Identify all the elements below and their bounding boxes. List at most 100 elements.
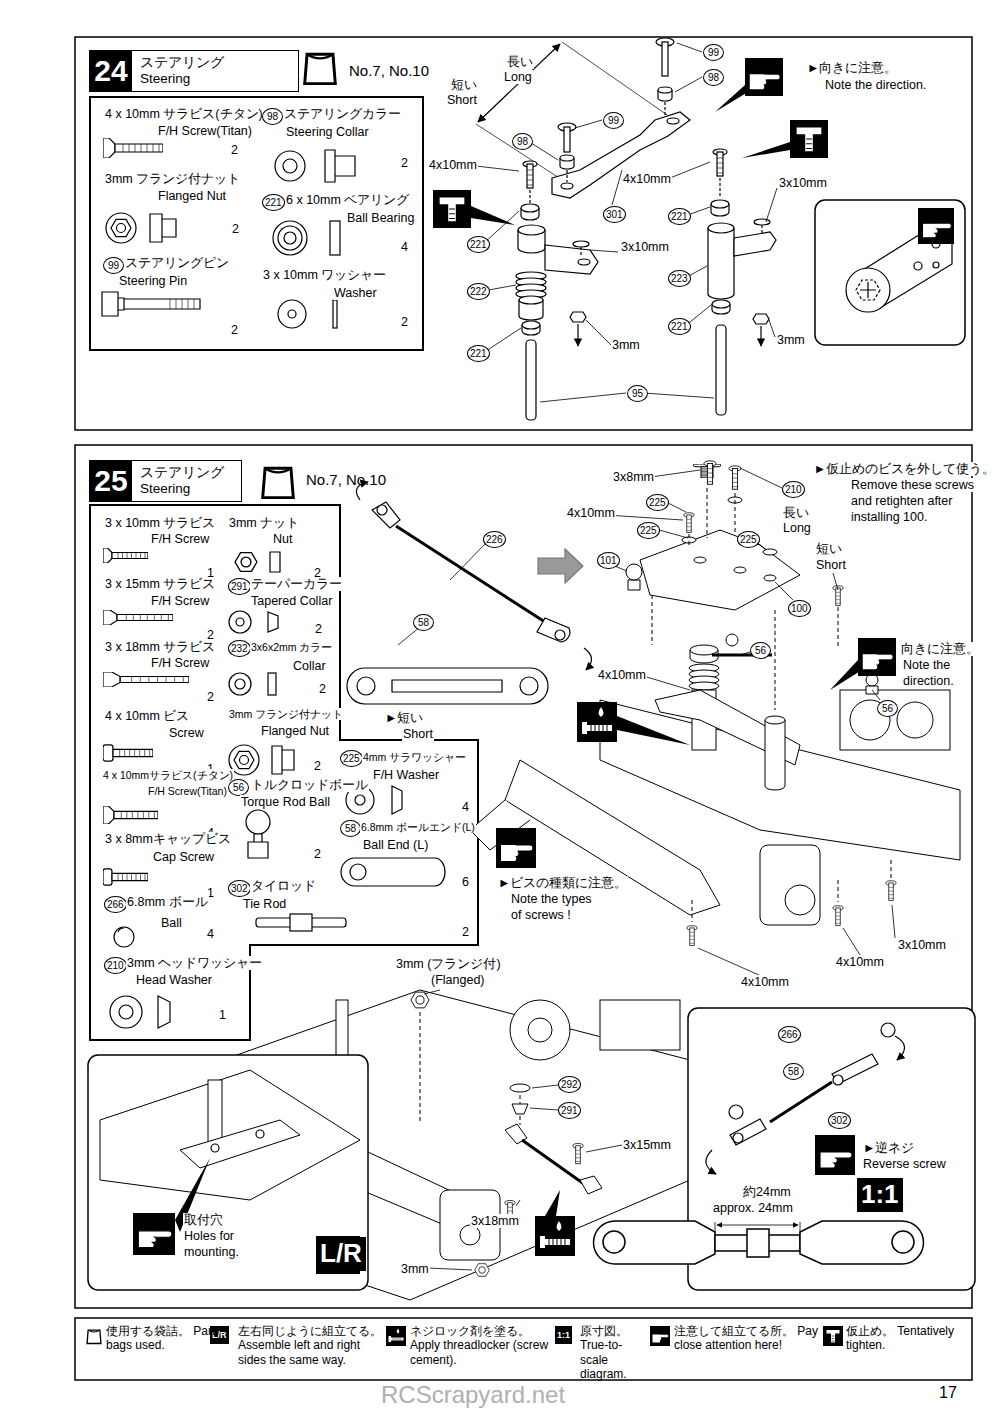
part-label: 3 x 8mmキャップビス [104,832,232,846]
part-label: 3x10mm [620,240,670,254]
part-label: Long [503,70,533,84]
parts-list-25 [103,745,153,761]
parts-list-24 [288,310,296,318]
leader-line [528,43,702,205]
leader-line [476,162,777,345]
true-scale-tie-rod [892,1231,914,1253]
part-label: 6.8mm ボールエンド(L) [360,821,476,833]
chassis-drawing [734,567,746,573]
parts-list-25 [355,795,365,805]
parts-list-24 [275,151,305,181]
callout-number: 98 [262,108,283,125]
part-label: F/H Screw [150,532,210,546]
callout-number: 223 [668,270,691,287]
part-label: 長い [506,55,534,69]
true-scale-tie-rod [594,1221,716,1264]
chassis-drawing [840,690,950,750]
part-label: mounting. [183,1245,240,1259]
tie-rod-inset [688,1008,975,1290]
parts-list-25 [103,806,158,824]
steering-assembly-24 [478,44,560,122]
steering-assembly-24 [545,245,598,274]
chassis-drawing [687,926,697,946]
steering-assembly-24 [561,183,573,189]
legend-text: ネジロック剤を塗る。 Apply threadlocker (screw cem… [410,1324,550,1367]
parts-list-24 [273,221,307,255]
part-label: Ball [160,916,183,930]
part-label: タイロッド [250,879,317,893]
chassis-drawing [726,634,738,646]
servo-horn-inset [815,200,965,345]
part-label: Tapered Collar [250,594,333,608]
legend-text: 使用する袋詰。 Part bags used. [106,1324,218,1353]
part-label: 4 [461,800,470,814]
part-label: 2 [461,925,470,939]
part-label: 4x10mm [622,172,672,186]
callout-number: 101 [597,552,620,569]
callout-number: 302 [828,1112,851,1129]
callout-number: 291 [558,1102,581,1119]
part-label: 2 [400,156,409,170]
callout-number: 221 [467,345,490,362]
note-icon [577,702,617,742]
chassis-drawing [411,992,429,1008]
part-label: 2 [400,315,409,329]
parts-list-25 [103,869,148,885]
parts-list-25 [103,672,189,687]
note-icon [790,120,828,158]
parts-list-25 [272,746,294,774]
step-number: 25 [90,461,132,501]
steering-assembly-24 [761,225,762,235]
part-label: 3x6x2mm カラー [250,641,333,653]
callout-number: 302 [228,880,251,897]
part-label: 3 x 15mm サラビス [104,577,216,591]
part-label: Remove these screws [850,478,975,492]
chassis-drawing [763,549,777,555]
tie-rod-inset [730,1119,766,1145]
symbol-text: L/R [316,1237,366,1271]
tie-rod-inset [832,1054,878,1084]
chassis-drawing [897,702,933,738]
part-label: 短い [450,78,478,92]
steering-assembly-24 [573,241,589,247]
steering-assembly-24 [712,300,730,308]
part-label: ►短い [384,711,424,725]
steering-assembly-24 [754,219,770,225]
callout-number: 100 [788,600,811,617]
parts-list-25 [114,927,134,947]
part-label: 3mm ナット [228,516,300,530]
servo-horn-inset [918,208,954,244]
steering-assembly-24 [719,178,720,198]
part-label: Short [815,558,847,572]
part-label: ►逆ネジ [862,1141,915,1155]
part-label: installing 100. [850,510,928,524]
callout-number: 58 [783,1063,804,1080]
part-label: 3mm [400,1262,430,1276]
parts-list-25 [234,751,254,768]
bag-number: No.7, No.10 [305,471,387,488]
parts-list-25 [248,834,268,858]
part-label: Long [782,521,812,535]
chassis-drawing [522,1140,584,1184]
part-label: 3x10mm [897,938,947,952]
chassis-drawing [505,760,720,915]
steering-assembly-24 [523,161,537,188]
leader-line [685,207,711,326]
tie-rod-inset [895,1036,905,1060]
chassis-drawing [512,1104,528,1114]
part-label: 約24mm [742,1185,792,1199]
parts-list-25 [341,858,445,886]
part-label: approx. 24mm [712,1201,794,1215]
part-label: 3mm [611,338,641,352]
part-label: 4 [400,240,409,254]
watermark: RCScrapyard.net [380,1381,566,1409]
steering-assembly-24 [521,204,539,212]
steering-assembly-24 [476,38,776,420]
mounting-inset [100,1070,360,1200]
part-label: (Flanged) [430,973,486,987]
parts-list-25 [103,548,148,563]
tie-rod-assembly [392,680,502,692]
note-icon [715,85,748,112]
